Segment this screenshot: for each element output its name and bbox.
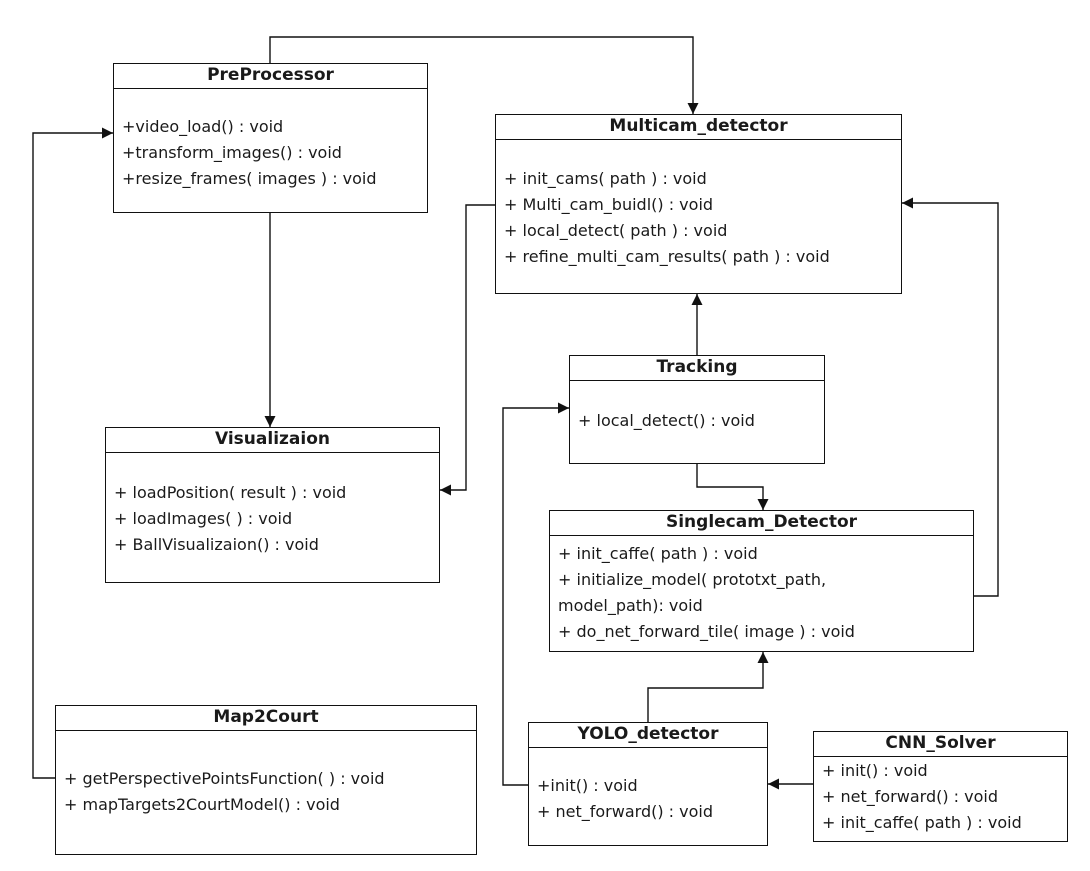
method: +transform_images() : void <box>122 143 342 162</box>
method: model_path): void <box>558 596 703 615</box>
method: + Multi_cam_buidl() : void <box>504 195 714 214</box>
method: + net_forward() : void <box>822 787 998 806</box>
method-list: + init() : void + net_forward() : void +… <box>822 758 1063 836</box>
class-tracking: Tracking + local_detect() : void <box>569 355 825 464</box>
method-list: + loadPosition( result ) : void + loadIm… <box>114 480 435 558</box>
class-preprocessor: PreProcessor +video_load() : void +trans… <box>113 63 428 213</box>
connector-yolo-to-tracking <box>502 402 569 786</box>
class-title: YOLO_detector <box>529 723 767 748</box>
class-yolo-detector: YOLO_detector +init() : void + net_forwa… <box>528 722 768 846</box>
method: + loadImages( ) : void <box>114 509 293 528</box>
class-title: Visualizaion <box>106 428 439 453</box>
method: + mapTargets2CourtModel() : void <box>64 795 340 814</box>
class-cnn-solver: CNN_Solver + init() : void + net_forward… <box>813 731 1068 842</box>
method: + init_caffe( path ) : void <box>822 813 1022 832</box>
class-multicam-detector: Multicam_detector + init_cams( path ) : … <box>495 114 902 294</box>
method: + init_caffe( path ) : void <box>558 544 758 563</box>
class-singlecam-detector: Singlecam_Detector + init_caffe( path ) … <box>549 510 974 652</box>
method-list: + init_cams( path ) : void + Multi_cam_b… <box>504 166 897 270</box>
method-list: +init() : void + net_forward() : void <box>537 773 763 825</box>
method: +video_load() : void <box>122 117 284 136</box>
method: + BallVisualizaion() : void <box>114 535 319 554</box>
class-title: Multicam_detector <box>496 115 901 140</box>
method: + net_forward() : void <box>537 802 713 821</box>
connector-tracking-to-singlecam <box>696 464 769 510</box>
class-title: PreProcessor <box>114 64 427 89</box>
method: + initialize_model( prototxt_path, <box>558 570 827 589</box>
class-visualizaion: Visualizaion + loadPosition( result ) : … <box>105 427 440 583</box>
method: + local_detect() : void <box>578 411 755 430</box>
method: + loadPosition( result ) : void <box>114 483 347 502</box>
method-list: + init_caffe( path ) : void + initialize… <box>558 541 969 645</box>
class-title: Singlecam_Detector <box>550 511 973 536</box>
class-title: Tracking <box>570 356 824 381</box>
method: + refine_multi_cam_results( path ) : voi… <box>504 247 830 266</box>
method: + init_cams( path ) : void <box>504 169 707 188</box>
method: +init() : void <box>537 776 638 795</box>
method-list: + getPerspectivePointsFunction( ) : void… <box>64 766 472 818</box>
method: + init() : void <box>822 761 928 780</box>
class-title: Map2Court <box>56 706 476 731</box>
method: + getPerspectivePointsFunction( ) : void <box>64 769 385 788</box>
method: + do_net_forward_tile( image ) : void <box>558 622 855 641</box>
connector-preprocessor-to-multicam <box>269 36 699 114</box>
method: +resize_frames( images ) : void <box>122 169 377 188</box>
method: + local_detect( path ) : void <box>504 221 728 240</box>
connector-multicam-to-visualizaion <box>440 204 495 496</box>
class-title: CNN_Solver <box>814 732 1067 757</box>
method-list: + local_detect() : void <box>578 408 820 434</box>
method-list: +video_load() : void +transform_images()… <box>122 114 423 192</box>
connector-map2court-to-preprocessor <box>32 127 113 779</box>
class-map2court: Map2Court + getPerspectivePointsFunction… <box>55 705 477 855</box>
connector-singlecam-to-multicam <box>902 197 999 597</box>
connector-yolo-to-singlecam <box>647 652 769 722</box>
